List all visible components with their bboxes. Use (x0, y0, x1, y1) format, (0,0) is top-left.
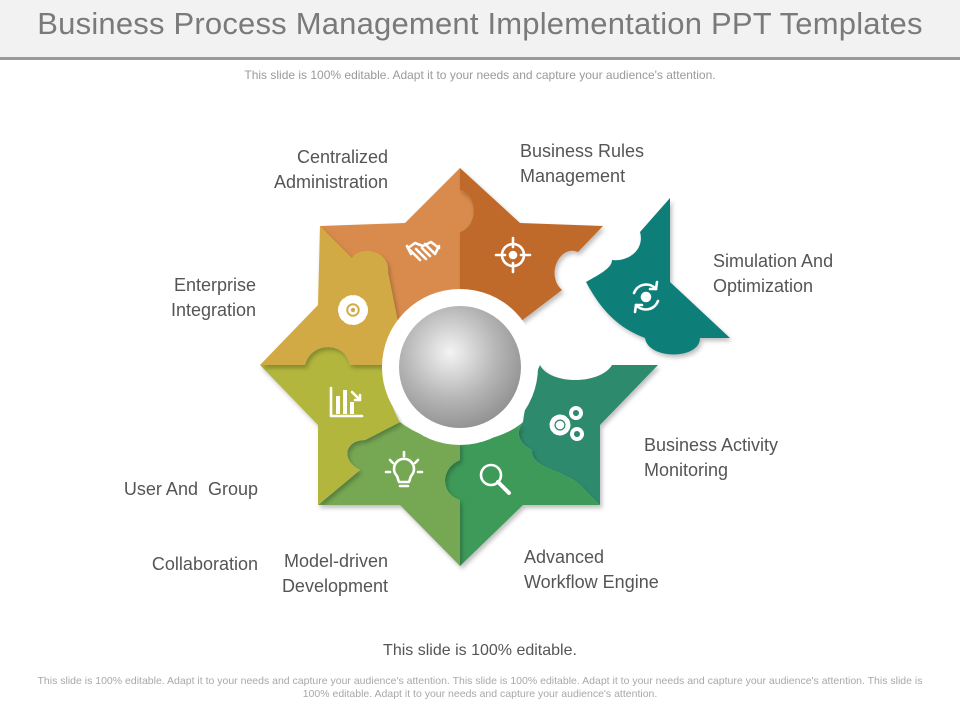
segment-business-rules-management (460, 168, 603, 322)
segment-shape (260, 226, 398, 365)
title-bar (0, 0, 960, 60)
segment-shape (460, 168, 603, 322)
segment-business-activity-monitoring (518, 365, 658, 505)
refresh-gear-icon (632, 280, 660, 314)
label-simulation-optimization: Simulation And Optimization (713, 251, 834, 296)
slide-subtitle: This slide is 100% editable. Adapt it to… (244, 68, 716, 82)
magnifier-icon (479, 463, 511, 495)
segment-enterprise-integration (260, 226, 398, 365)
segment-shape (518, 365, 658, 505)
gear-icon (338, 295, 368, 325)
center-sphere (399, 306, 521, 428)
label-business-rules-management: Business Rules Management (520, 141, 645, 186)
label-advanced-workflow-engine: Advanced Workflow Engine (524, 547, 659, 592)
segment-centralized-administration (320, 168, 474, 322)
segment-shape (260, 346, 400, 505)
slide-title: Business Process Management Implementati… (37, 6, 923, 41)
footer-small-text: This slide is 100% editable. Adapt it to… (37, 675, 923, 700)
target-icon (494, 236, 532, 274)
label-model-driven-development: Model-driven Development (281, 551, 388, 596)
segment-simulation-optimization (586, 198, 730, 355)
label-business-activity-monitoring: Business Activity Monitoring (644, 435, 779, 480)
segment-shape (445, 422, 600, 566)
lightbulb-icon (384, 450, 424, 488)
segment-advanced-workflow-engine (445, 422, 600, 566)
segment-shape (320, 168, 474, 322)
gears-icon (549, 406, 584, 441)
segment-shape (318, 422, 460, 566)
segment-user-group-collaboration (260, 346, 400, 505)
label-user-group-collaboration: User And Group Collaboration (123, 479, 258, 574)
segment-shape (586, 198, 730, 355)
bar-chart-icon (329, 386, 364, 418)
footer-main-text: This slide is 100% editable. (383, 642, 577, 659)
label-centralized-administration: Centralized Administration (273, 147, 388, 192)
handshake-icon (405, 240, 441, 262)
segment-model-driven-development (318, 422, 460, 566)
label-enterprise-integration: Enterprise Integration (170, 275, 256, 320)
